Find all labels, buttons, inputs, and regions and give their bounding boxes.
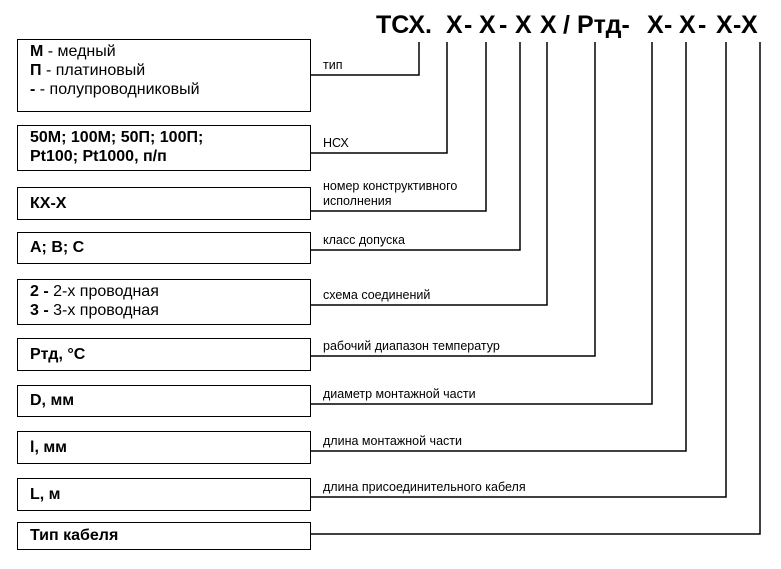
code-part: Х <box>647 11 664 39</box>
parameter-box: А; В; С <box>17 232 311 264</box>
leader-line <box>311 42 653 405</box>
parameter-value: l, мм <box>30 439 68 456</box>
parameter-value: П <box>30 62 42 79</box>
parameter-line: 50М; 100М; 50П; 100П; <box>30 128 310 147</box>
parameter-line: 2 - 2-х проводная <box>30 282 310 301</box>
code-part: Х <box>515 11 532 39</box>
code-part: Х <box>716 11 733 39</box>
leader-line <box>311 42 487 212</box>
parameter-label-line: длина монтажной части <box>323 434 462 448</box>
code-part: / <box>563 11 570 39</box>
parameter-value: 3 - <box>30 302 49 319</box>
parameter-label-line: тип <box>323 58 343 72</box>
code-part: ТСХ. <box>376 11 432 39</box>
parameter-value: D, мм <box>30 392 75 409</box>
parameter-label-line: НСХ <box>323 136 349 150</box>
leader-line <box>311 42 548 306</box>
parameter-value: 2 - <box>30 283 49 300</box>
parameter-box: Ртд, °С <box>17 338 311 371</box>
code-part: - <box>464 11 473 39</box>
code-part: Х <box>446 11 463 39</box>
code-part: - <box>698 11 707 39</box>
parameter-line: 3 - 3-х проводная <box>30 301 310 320</box>
parameter-label-line: номер конструктивного <box>323 179 458 193</box>
parameter-label: тип <box>323 58 342 73</box>
parameter-box: l, мм <box>17 431 311 464</box>
parameter-label: НСХ <box>323 136 349 151</box>
parameter-value: - <box>30 81 36 98</box>
parameter-line: L, м <box>30 485 310 504</box>
leader-line <box>311 42 727 498</box>
code-part: Х <box>741 11 758 39</box>
parameter-label: диаметр монтажной части <box>323 387 476 402</box>
parameter-line: Тип кабеля <box>30 526 310 545</box>
parameter-description: 2-х проводная <box>48 283 159 300</box>
parameter-description: - полупроводниковый <box>35 81 200 98</box>
parameter-label: длина монтажной части <box>323 434 462 449</box>
parameter-box: Тип кабеля <box>17 522 311 550</box>
code-part: Ртд- <box>577 11 630 39</box>
parameter-label: класс допуска <box>323 233 405 248</box>
leader-line <box>311 42 521 251</box>
parameter-value: КХ-Х <box>30 195 67 212</box>
parameter-value: А; В; С <box>30 239 85 256</box>
parameter-label-line: исполнения <box>323 194 392 208</box>
parameter-box: КХ-Х <box>17 187 311 220</box>
parameter-box: 50М; 100М; 50П; 100П; Pt100; Pt1000, п/п <box>17 125 311 171</box>
parameter-description: - платиновый <box>41 62 146 79</box>
parameter-value: 50М; 100М; 50П; 100П; <box>30 129 204 146</box>
code-part: Х <box>479 11 496 39</box>
parameter-line: П - платиновый <box>30 61 310 80</box>
parameter-label-line: рабочий диапазон температур <box>323 339 500 353</box>
parameter-line: М - медный <box>30 42 310 61</box>
parameter-value: Ртд, °С <box>30 346 86 363</box>
parameter-line: D, мм <box>30 391 310 410</box>
code-part: Х <box>540 11 557 39</box>
leader-line <box>311 42 687 452</box>
code-part: - <box>499 11 508 39</box>
parameter-line: - - полупроводниковый <box>30 80 310 99</box>
parameter-label-line: схема соединений <box>323 288 431 302</box>
code-part: - <box>664 11 673 39</box>
parameter-box: L, м <box>17 478 311 511</box>
parameter-value: Pt100; Pt1000, п/п <box>30 148 167 165</box>
parameter-label: схема соединений <box>323 288 430 303</box>
code-part: - <box>733 11 742 39</box>
parameter-line: Ртд, °С <box>30 345 310 364</box>
code-part: Х <box>679 11 696 39</box>
parameter-value: L, м <box>30 486 61 503</box>
parameter-description: 3-х проводная <box>48 302 159 319</box>
leader-line <box>311 42 448 154</box>
parameter-value: Тип кабеля <box>30 527 119 544</box>
leader-line <box>311 42 761 535</box>
parameter-label: рабочий диапазон температур <box>323 339 500 354</box>
leader-line <box>311 42 420 76</box>
leader-line <box>311 42 596 357</box>
parameter-label: длина присоединительного кабеля <box>323 480 526 495</box>
parameter-value: М <box>30 43 44 60</box>
parameter-label-line: класс допуска <box>323 233 405 247</box>
parameter-line: Pt100; Pt1000, п/п <box>30 147 310 166</box>
parameter-label-line: длина присоединительного кабеля <box>323 480 526 494</box>
parameter-line: А; В; С <box>30 238 310 257</box>
parameter-box: D, мм <box>17 385 311 417</box>
parameter-line: КХ-Х <box>30 194 310 213</box>
parameter-description: - медный <box>43 43 116 60</box>
parameter-line: l, мм <box>30 438 310 457</box>
parameter-label-line: диаметр монтажной части <box>323 387 476 401</box>
